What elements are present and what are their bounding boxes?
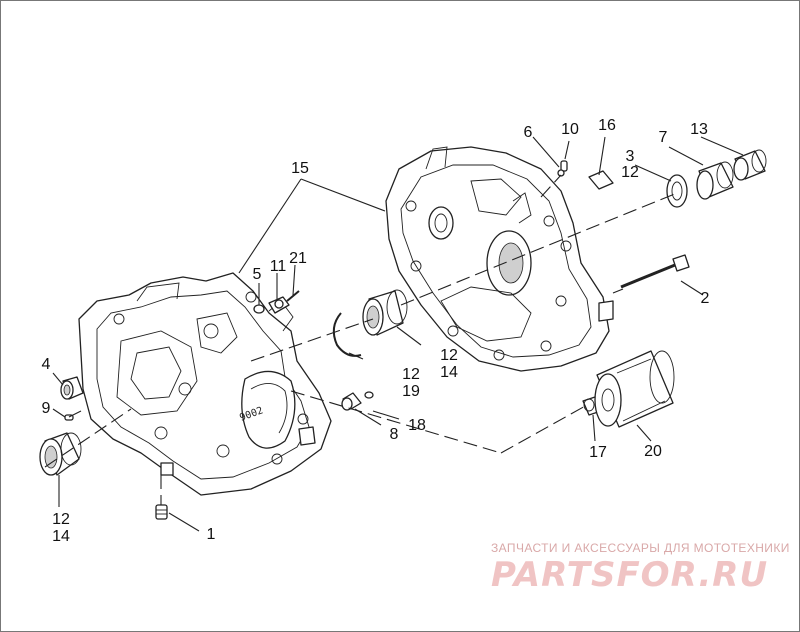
callout-2: 2 <box>701 290 710 307</box>
callout-1: 1 <box>207 526 216 543</box>
callout-14-bearing: 14 <box>440 364 458 381</box>
screw-part-21 <box>286 290 300 302</box>
callout-21: 21 <box>289 250 307 267</box>
callout-19: 19 <box>402 383 420 400</box>
dashed-alignment-lines <box>44 174 678 505</box>
bolt-part-2 <box>620 254 690 289</box>
pin-part-6-10 <box>557 160 568 177</box>
callout-6: 6 <box>524 124 533 141</box>
right-crankcase-half <box>385 146 614 372</box>
callout-5: 5 <box>253 266 262 283</box>
callout-7: 7 <box>659 129 668 146</box>
callout-4: 4 <box>42 356 51 373</box>
retaining-ring <box>332 312 362 357</box>
leader-lines <box>52 136 744 532</box>
bearing-part-7 <box>696 161 734 200</box>
plate-part-16 <box>588 170 614 190</box>
o-ring-part-18 <box>364 391 374 399</box>
o-ring-part-5 <box>253 304 265 314</box>
watermark-subtitle: ЗАПЧАСТИ И АКСЕССУАРЫ ДЛЯ МОТОТЕХНИКИ <box>491 541 790 555</box>
callout-11: 11 <box>270 258 287 275</box>
callout-9: 9 <box>42 400 51 417</box>
callout-12-topright: 12 <box>621 164 639 181</box>
callout-12-left: 12 <box>52 511 70 528</box>
callout-14-left: 14 <box>52 528 70 545</box>
callout-16: 16 <box>598 117 616 134</box>
left-main-bearing <box>39 432 82 476</box>
seal-part-3 <box>666 174 688 208</box>
watermark: ЗАПЧАСТИ И АКСЕССУАРЫ ДЛЯ МОТОТЕХНИКИ PA… <box>491 541 790 595</box>
needle-bearing-part-4 <box>60 376 84 400</box>
callout-12-bearing: 12 <box>440 347 458 364</box>
callout-8: 8 <box>390 426 399 443</box>
callout-20: 20 <box>644 443 662 460</box>
bushing-part-13 <box>733 149 767 181</box>
callout-17: 17 <box>589 444 607 461</box>
callout-13: 13 <box>690 121 708 138</box>
callout-15: 15 <box>291 160 309 177</box>
drain-plug-part-1 <box>155 504 168 520</box>
callout-numbers: 15 5 11 21 4 9 12 14 1 12 19 12 14 8 18 … <box>42 117 710 545</box>
left-crankcase-half: 9002 <box>78 272 332 496</box>
callout-12-ring: 12 <box>402 366 420 383</box>
sensor-part-11 <box>268 296 290 314</box>
main-bearing <box>362 289 408 336</box>
callout-10: 10 <box>561 121 579 138</box>
dowel-part-8 <box>341 392 362 411</box>
oil-filter-part-20 <box>594 350 675 428</box>
callout-3: 3 <box>626 148 635 165</box>
watermark-logo: PARTSFOR.RU <box>491 555 768 595</box>
callout-18: 18 <box>408 417 426 434</box>
